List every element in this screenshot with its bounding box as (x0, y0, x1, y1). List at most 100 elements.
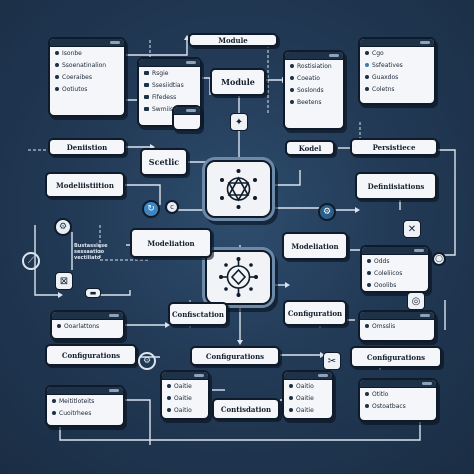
list-item: Coeraibes (50, 71, 124, 83)
card-header-bar (284, 372, 332, 380)
bullet-icon (167, 408, 171, 412)
bullet-icon (144, 95, 149, 99)
list-item: Omsslis (360, 320, 434, 332)
bullet-icon (52, 411, 56, 415)
scissors-icon[interactable]: ✂ (323, 352, 341, 370)
modelstatistics-card[interactable]: Modeliistiition (45, 172, 125, 198)
central-hub-bottom[interactable] (205, 250, 272, 305)
confiscation-card[interactable]: Confisctation (168, 302, 228, 326)
bullet-icon (55, 51, 59, 55)
gear-icon[interactable]: ⚙ (138, 352, 156, 370)
bullet-icon (290, 100, 294, 104)
card-header-bar (174, 107, 200, 115)
camera-icon[interactable]: ◎ (407, 292, 425, 310)
bullet-icon (289, 396, 293, 400)
card-middle-right[interactable]: Odds Coleliicos Ooolibs (360, 245, 430, 293)
module-title-card[interactable]: Module (188, 33, 278, 47)
card-header-bar (52, 312, 123, 320)
card-header-bar (360, 39, 434, 47)
list-item: Oaitie (162, 380, 208, 392)
definition-card[interactable]: Deniistion (48, 138, 126, 156)
list-item: Meititloteits (47, 395, 123, 407)
card-top-far-right[interactable]: Cgo Ssfeatives Guaxdos Coletns (358, 37, 436, 105)
configurations-card-mid[interactable]: Configurations (190, 346, 280, 366)
card-header-bar (47, 387, 123, 395)
apple-icon[interactable] (295, 178, 313, 196)
bullet-icon (365, 87, 369, 91)
card-bottom-left[interactable]: Meititloteits Cuoitrhees (45, 385, 125, 427)
list-item: Oaitio (162, 404, 208, 416)
list-item: Cgo (360, 47, 434, 59)
modelization-card[interactable]: Modeliation (282, 232, 348, 260)
configurations-card-right[interactable]: Configurations (350, 346, 442, 368)
grid-icon[interactable]: ⊠ (55, 272, 73, 290)
list-item: Swmiiss (139, 103, 200, 115)
card-bottom-right-top[interactable]: Omsslis (358, 310, 436, 342)
bullet-icon (365, 324, 369, 328)
list-item: Otitlo (360, 388, 436, 400)
list-item: Ooolibs (362, 279, 428, 291)
scenic-card[interactable]: Scetlic (140, 148, 188, 176)
card-bottom-right[interactable]: Otitlo Ostoatbacs (358, 378, 438, 422)
bullet-icon (57, 324, 61, 328)
bullet-icon (52, 399, 56, 403)
list-item: Soslonds (285, 84, 343, 96)
card-top-right[interactable]: Rostisiation Coeatio Soslonds Beetens (283, 50, 345, 130)
bullet-icon (144, 71, 149, 75)
list-item: Coeatio (285, 72, 343, 84)
gear-icon[interactable]: ⚙ (54, 218, 72, 236)
bullet-icon (290, 64, 294, 68)
central-hub-top[interactable] (205, 160, 272, 218)
list-item: Coleliicos (362, 267, 428, 279)
list-item: Oaitio (284, 380, 332, 392)
list-item: Ooarlattons (52, 320, 123, 332)
bullet-icon (55, 87, 59, 91)
bullet-icon (365, 51, 369, 55)
card-header-bar (285, 52, 343, 60)
camera-icon[interactable]: ▬ (85, 288, 101, 298)
ring-icon[interactable]: c (165, 200, 179, 214)
definitions-card[interactable]: Definiisiations (355, 172, 437, 200)
list-item: Coletns (360, 83, 434, 95)
list-item: Ssfeatives (360, 59, 434, 71)
card-bottom-mid-right[interactable]: Oaitio Oaitie Oaitie (282, 370, 334, 420)
card-header-bar (360, 312, 434, 320)
persistence-card[interactable]: Persistiece (350, 138, 438, 156)
network-icon (220, 169, 257, 209)
ring-icon[interactable]: ○ (432, 252, 446, 266)
card-top-left[interactable]: Isonbe Ssoenatinalion Coeraibes Ootiutos (48, 37, 126, 117)
person-icon[interactable]: ⟋ (22, 252, 40, 270)
diamond-node-icon (219, 257, 258, 297)
bullet-icon (167, 384, 171, 388)
list-item: Oaitie (162, 392, 208, 404)
constitution-card[interactable]: Contisdation (212, 398, 280, 420)
bullet-icon (167, 396, 171, 400)
puzzle-icon[interactable]: ✦ (230, 113, 248, 131)
bullet-icon (367, 271, 371, 275)
model-card[interactable]: Kodel (285, 140, 335, 156)
card-header-bar (50, 39, 124, 47)
list-item: Rostisiation (285, 60, 343, 72)
bullet-icon (365, 392, 369, 396)
list-item: Beetens (285, 96, 343, 108)
list-item: Guaxdos (360, 71, 434, 83)
module-card[interactable]: Module (210, 68, 266, 96)
card-folder-small[interactable] (172, 105, 202, 131)
bullet-icon (290, 88, 294, 92)
card-bottom-mid-left[interactable]: Oaitie Oaitie Oaitio (160, 370, 210, 420)
tools-icon[interactable]: ✕ (403, 220, 421, 238)
modelization-card-left[interactable]: Modeliation (130, 228, 212, 258)
list-item: Ssoenatinalion (50, 59, 124, 71)
bullet-icon (55, 63, 59, 67)
cycle-icon[interactable]: ↻ (142, 200, 160, 218)
bullet-icon (365, 75, 369, 79)
list-item: Ostoatbacs (360, 400, 436, 412)
configuration-card-mid[interactable]: Configuration (283, 300, 347, 326)
configurations-card-left[interactable]: Configurations (45, 344, 137, 366)
gear-icon[interactable]: ⚙ (318, 203, 336, 221)
card-header-bar (162, 372, 208, 380)
card-bottom-left-top[interactable]: Ooarlattons (50, 310, 125, 340)
bullet-icon (367, 283, 371, 287)
list-item: Cuoitrhees (47, 407, 123, 419)
bullet-icon (144, 83, 149, 87)
